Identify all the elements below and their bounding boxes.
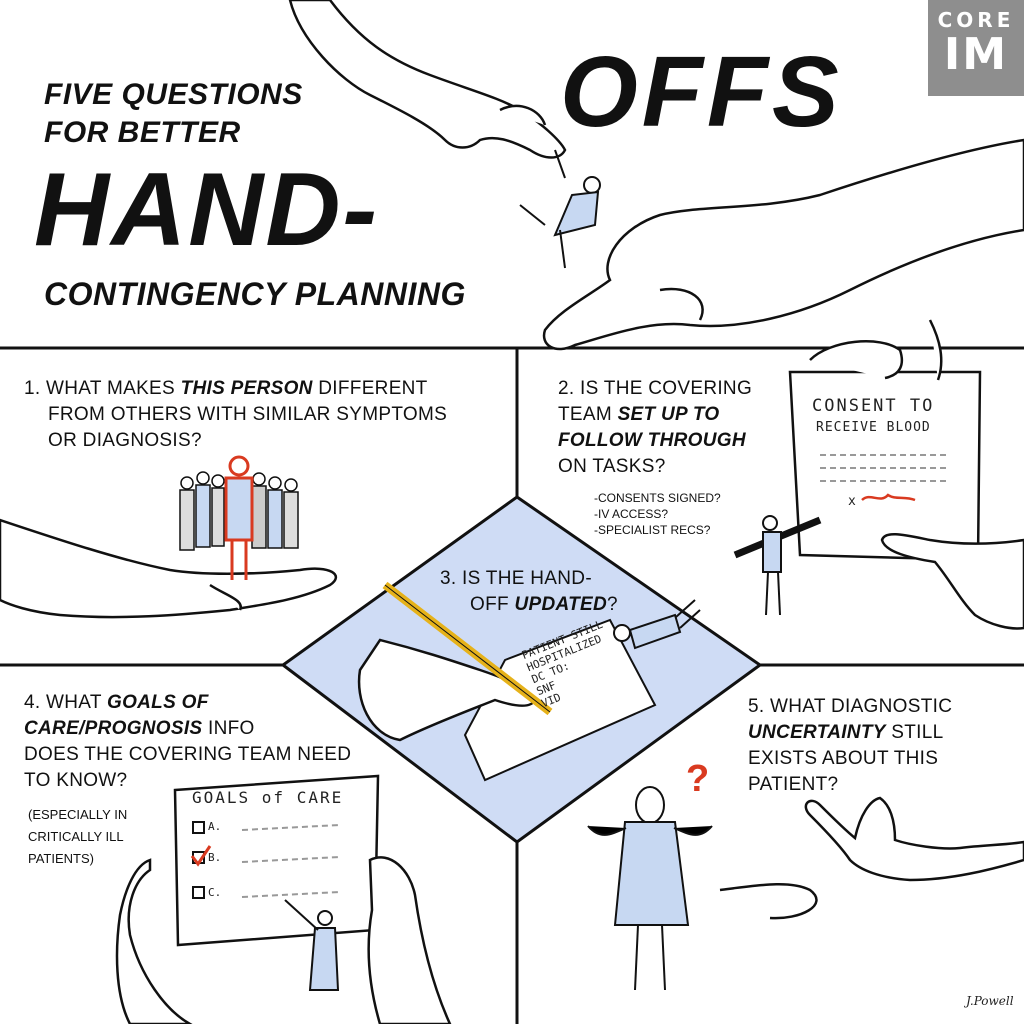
q5-line1: 5. WHAT DIAGNOSTIC [748, 696, 953, 717]
q4-note-line: PATIENTS) [28, 851, 94, 866]
q4-note: (ESPECIALLY IN CRITICALLY ILL PATIENTS) [28, 804, 127, 870]
q3-line1: 3. IS THE HAND- [440, 568, 592, 589]
title-offs: OFFS [560, 36, 843, 148]
question-2: 2. IS THE COVERING TEAM SET UP TO FOLLOW… [558, 376, 798, 480]
figure-pointing-up [284, 899, 340, 991]
q2-bullet: -IV ACCESS? [594, 507, 669, 521]
q2-line4: ON TASKS? [558, 456, 666, 477]
q2-bullet: -CONSENTS SIGNED? [594, 491, 721, 505]
q5-line2-post: STILL [885, 722, 944, 743]
q1-pre: 1. WHAT MAKES [24, 378, 181, 399]
signature-scribble [861, 493, 916, 502]
pointing-hand-illustration [880, 533, 1024, 630]
top-hand-illustration [288, 0, 567, 159]
q4-line2-emph: CARE/PROGNOSIS [24, 718, 203, 739]
writing-hand-illustration [357, 638, 537, 742]
q5-line2-emph: UNCERTAINTY [748, 722, 886, 743]
consent-title: CONSENT TO [812, 396, 935, 416]
q1-line2: FROM OTHERS WITH SIMILAR SYMPTOMS [48, 404, 448, 425]
q4-line1-pre: 4. WHAT [24, 692, 107, 713]
q3-line2-post: ? [607, 594, 618, 615]
q4-note-line: CRITICALLY ILL [28, 829, 124, 844]
q2-line2-pre: TEAM [558, 404, 618, 425]
goals-title: GOALS of CARE [192, 788, 344, 807]
goals-item: A. [208, 820, 222, 833]
goals-item: C. [208, 886, 222, 899]
question-4: 4. WHAT GOALS OF CARE/PROGNOSIS INFO DOE… [24, 690, 404, 794]
consent-form-illustration [788, 319, 982, 562]
holding-hands-illustration [115, 856, 452, 1024]
consent-form-lines [820, 454, 950, 482]
logo-line1: CORE [937, 8, 1015, 32]
question-3: 3. IS THE HAND- OFF UPDATED? [440, 566, 660, 618]
consent-mark: x [848, 494, 856, 509]
q2-bullet: -SPECIALIST RECS? [594, 523, 711, 537]
q4-line1-emph: GOALS OF [106, 692, 209, 713]
q5-line4: PATIENT? [748, 774, 839, 795]
hand-holding-people-illustration [0, 518, 337, 619]
question-mark-icon: ? [686, 758, 710, 800]
title-hand: HAND- [34, 152, 380, 268]
q1-post: DIFFERENT [312, 378, 428, 399]
q3-line2-pre: OFF [470, 594, 515, 615]
receiving-hand-illustration [542, 138, 1024, 351]
logo-line2: IM [943, 29, 1009, 80]
q1-emph: THIS PERSON [180, 378, 313, 399]
q1-line3: OR DIAGNOSIS? [48, 430, 202, 451]
lying-patient-figure [613, 599, 701, 650]
q4-line2-post: INFO [202, 718, 255, 739]
title-line2: FOR BETTER [44, 116, 241, 149]
q2-bullets: -CONSENTS SIGNED? -IV ACCESS? -SPECIALIS… [594, 490, 721, 538]
goals-item: B. [208, 851, 222, 864]
q4-note-line: (ESPECIALLY IN [28, 807, 128, 822]
q3-line2-emph: UPDATED [514, 594, 608, 615]
check-mark-icon [190, 845, 212, 867]
q2-line2-emph: SET UP TO [617, 404, 720, 425]
patient-group [179, 455, 299, 580]
consent-line2: RECEIVE BLOOD [816, 420, 931, 435]
hanging-patient-figure [519, 149, 601, 269]
artist-signature: J.Powell [966, 994, 1014, 1008]
shrugging-patient-figure [587, 786, 713, 991]
question-5: 5. WHAT DIAGNOSTIC UNCERTAINTY STILL EXI… [748, 694, 1018, 798]
goals-lines [241, 824, 341, 898]
figure-carrying-pen [733, 515, 822, 616]
core-im-logo: CORE IM [928, 0, 1024, 96]
q2-line1: 2. IS THE COVERING [558, 378, 753, 399]
title-subtitle: CONTINGENCY PLANNING [44, 276, 466, 312]
q4-line4: TO KNOW? [24, 770, 128, 791]
title-line1: FIVE QUESTIONS [44, 78, 303, 111]
q2-line3-emph: FOLLOW THROUGH [558, 430, 746, 451]
open-hand-illustration [719, 796, 1024, 920]
q5-line3: EXISTS ABOUT THIS [748, 748, 939, 769]
question-1: 1. WHAT MAKES THIS PERSON DIFFERENT FROM… [24, 376, 504, 454]
note-paper-illustration [463, 618, 657, 782]
q4-line3: DOES THE COVERING TEAM NEED [24, 744, 352, 765]
